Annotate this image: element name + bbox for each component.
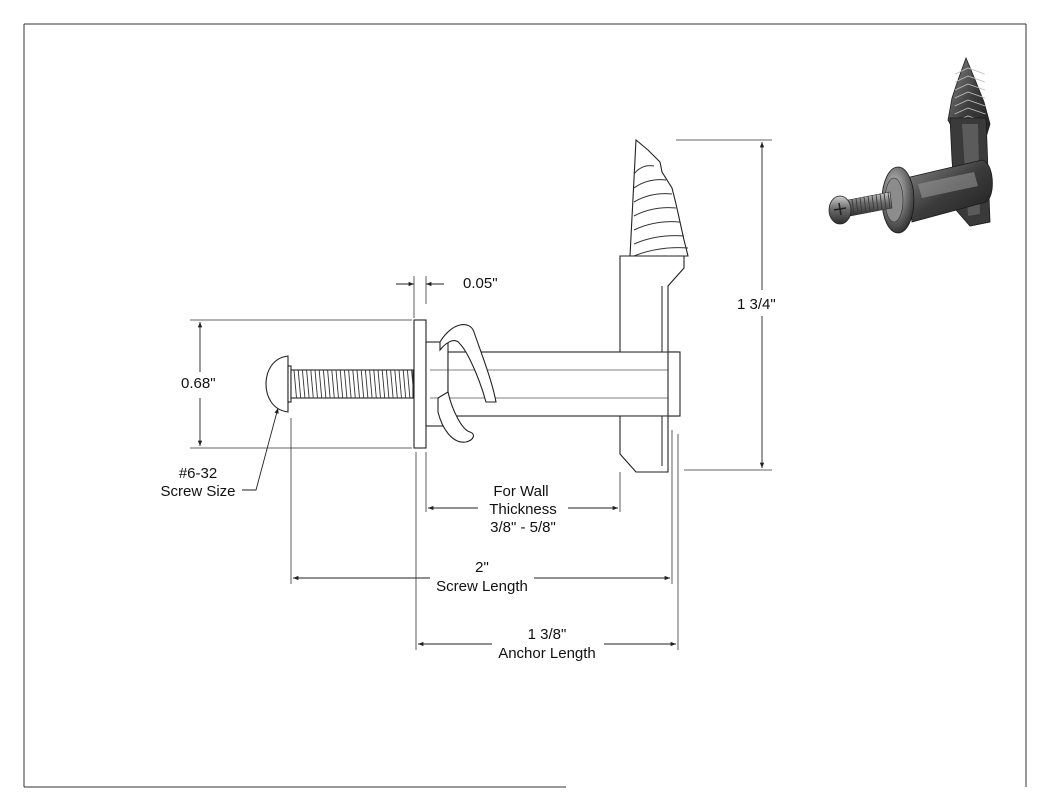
anchor-side-view — [413, 138, 689, 473]
screw-size-label-text: Screw Size — [160, 483, 235, 500]
sheet-frame — [23, 23, 1027, 788]
render-screw-threads — [851, 191, 891, 216]
callout-screw-size: #6-32 Screw Size — [160, 407, 279, 500]
flange-thickness-text: 0.05" — [463, 275, 498, 292]
wall-label-line2: Thickness — [489, 501, 557, 518]
dimension-head-diameter: 0.68" — [181, 319, 412, 449]
anchor-length-label-text: Anchor Length — [498, 645, 596, 662]
dimension-anchor-length: 1 3/8" Anchor Length — [415, 434, 679, 662]
dimension-screw-length: 2" Screw Length — [290, 418, 673, 595]
screw-length-value-text: 2" — [475, 559, 489, 576]
dimension-flange-thickness: 0.05" — [396, 275, 498, 318]
screw-threads — [293, 369, 415, 399]
drill-tip-threads — [633, 165, 689, 257]
overall-height-text: 1 3/4" — [737, 296, 776, 313]
dimension-overall-height: 1 3/4" — [676, 139, 776, 471]
screw-size-value-text: #6-32 — [179, 465, 217, 482]
head-diameter-text: 0.68" — [181, 375, 216, 392]
anchor-3d-render — [828, 56, 993, 234]
anchor-length-value-text: 1 3/8" — [528, 626, 567, 643]
screw-side-view — [265, 355, 415, 413]
dimension-wall-thickness: For Wall Thickness 3/8" - 5/8" — [425, 452, 621, 536]
wall-label-line1: For Wall — [493, 483, 548, 500]
wall-range-text: 3/8" - 5/8" — [490, 519, 556, 536]
screw-length-label-text: Screw Length — [436, 578, 528, 595]
